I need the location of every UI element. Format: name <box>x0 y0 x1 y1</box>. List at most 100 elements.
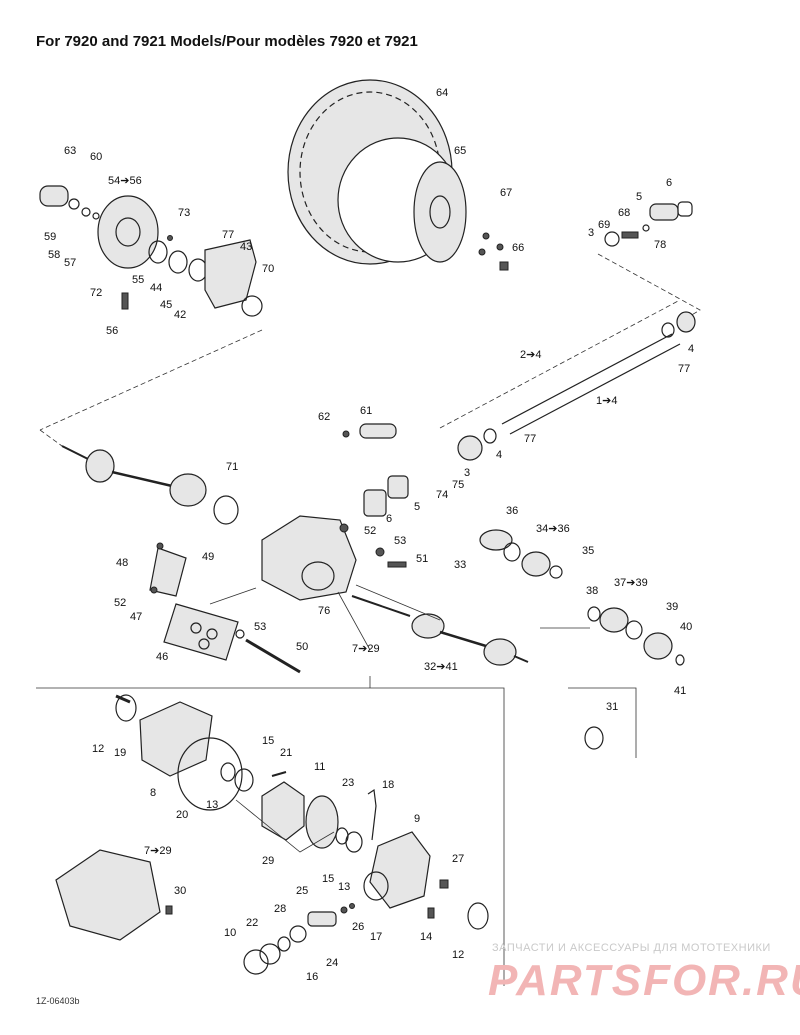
callout-4: 4 <box>496 449 502 461</box>
wheel-stud <box>499 261 509 271</box>
callout-77: 77 <box>678 363 690 375</box>
cap <box>677 201 693 217</box>
callout-3: 3 <box>588 227 594 239</box>
left-drive-shaft <box>61 445 239 525</box>
nut <box>235 629 245 639</box>
knuckle <box>204 239 257 309</box>
callout-12: 12 <box>92 743 104 755</box>
seal <box>115 694 137 722</box>
callout-labels: 64 65 67 66 63 60 54➔56 73 77 43 59 58 5… <box>44 87 694 983</box>
clamp-ring <box>625 620 643 640</box>
ring-gear <box>305 795 339 849</box>
callout-43: 43 <box>240 241 252 253</box>
callout-55: 55 <box>132 274 144 286</box>
callout-7-29: 7➔29 <box>352 643 380 655</box>
callout-13: 13 <box>206 799 218 811</box>
hub-center <box>115 217 141 247</box>
page-title: For 7920 and 7921 Models/Pour modèles 79… <box>36 33 418 50</box>
bearing <box>259 943 281 965</box>
callout-31: 31 <box>606 701 618 713</box>
callout-3: 3 <box>464 467 470 479</box>
callout-76: 76 <box>318 605 330 617</box>
hub-stud <box>121 292 129 310</box>
callout-65: 65 <box>454 145 466 157</box>
rim-hub-hole <box>429 195 451 229</box>
callout-57: 57 <box>64 257 76 269</box>
screw <box>167 235 173 241</box>
callout-69: 69 <box>598 219 610 231</box>
bearing <box>220 762 236 782</box>
ring <box>642 224 650 232</box>
dust-cap <box>39 185 69 207</box>
callout-5: 5 <box>414 501 420 513</box>
coupler <box>649 203 679 221</box>
callout-26: 26 <box>352 921 364 933</box>
bearing <box>148 240 168 264</box>
callout-37-39: 37➔39 <box>614 577 648 589</box>
callout-47: 47 <box>130 611 142 623</box>
boot <box>457 435 483 461</box>
callout-38: 38 <box>586 585 598 597</box>
callout-60: 60 <box>90 151 102 163</box>
spacer <box>277 936 291 952</box>
clamp <box>604 231 620 247</box>
callout-52: 52 <box>114 597 126 609</box>
callout-25: 25 <box>296 885 308 897</box>
housing-cover <box>139 701 213 777</box>
callout-53: 53 <box>254 621 266 633</box>
boot <box>599 607 629 633</box>
callout-40: 40 <box>680 621 692 633</box>
breather <box>359 423 397 439</box>
o-ring <box>177 737 243 811</box>
callout-62: 62 <box>318 411 330 423</box>
callout-2-4: 2➔4 <box>520 349 541 361</box>
watermark-logo: PARTSFOR.RU <box>488 956 800 1005</box>
bracket-29 <box>235 799 335 853</box>
wheel-nut <box>482 232 490 240</box>
callout-10: 10 <box>224 927 236 939</box>
clip <box>342 430 350 438</box>
hub-disc <box>97 195 159 269</box>
callout-4: 4 <box>688 343 694 355</box>
callout-75: 75 <box>452 479 464 491</box>
callout-24: 24 <box>326 957 338 969</box>
callout-46: 46 <box>156 651 168 663</box>
callout-13: 13 <box>338 881 350 893</box>
callout-78: 78 <box>654 239 666 251</box>
callout-17: 17 <box>370 931 382 943</box>
callout-53: 53 <box>394 535 406 547</box>
washer <box>81 207 91 217</box>
drawing-code: 1Z-06403b <box>36 996 80 1006</box>
callout-22: 22 <box>246 917 258 929</box>
pin <box>621 231 639 239</box>
callout-16: 16 <box>306 971 318 983</box>
bearing <box>188 258 208 282</box>
callout-20: 20 <box>176 809 188 821</box>
callout-30: 30 <box>174 885 186 897</box>
wheel-nut <box>478 248 486 256</box>
clamp-ring <box>549 565 563 579</box>
cv-joint <box>483 638 517 666</box>
callout-45: 45 <box>160 299 172 311</box>
callout-7-29: 7➔29 <box>144 845 172 857</box>
callout-36: 36 <box>506 505 518 517</box>
callout-18: 18 <box>382 779 394 791</box>
callout-14: 14 <box>420 931 432 943</box>
callout-72: 72 <box>90 287 102 299</box>
callout-41: 41 <box>674 685 686 697</box>
differential-exploded-box <box>36 676 505 986</box>
callout-12: 12 <box>452 949 464 961</box>
tire-assembly <box>287 79 509 271</box>
bearing <box>234 768 254 792</box>
cv-joint <box>169 473 207 507</box>
detail-box-31 <box>568 687 637 758</box>
washer <box>375 547 385 557</box>
washer <box>92 212 100 220</box>
clamp-ring <box>661 322 675 338</box>
cv-joint <box>411 613 445 639</box>
pinion-gear <box>307 911 337 927</box>
callout-44: 44 <box>150 282 162 294</box>
callout-5: 5 <box>636 191 642 203</box>
callout-71: 71 <box>226 461 238 473</box>
seal-ring <box>213 495 239 525</box>
